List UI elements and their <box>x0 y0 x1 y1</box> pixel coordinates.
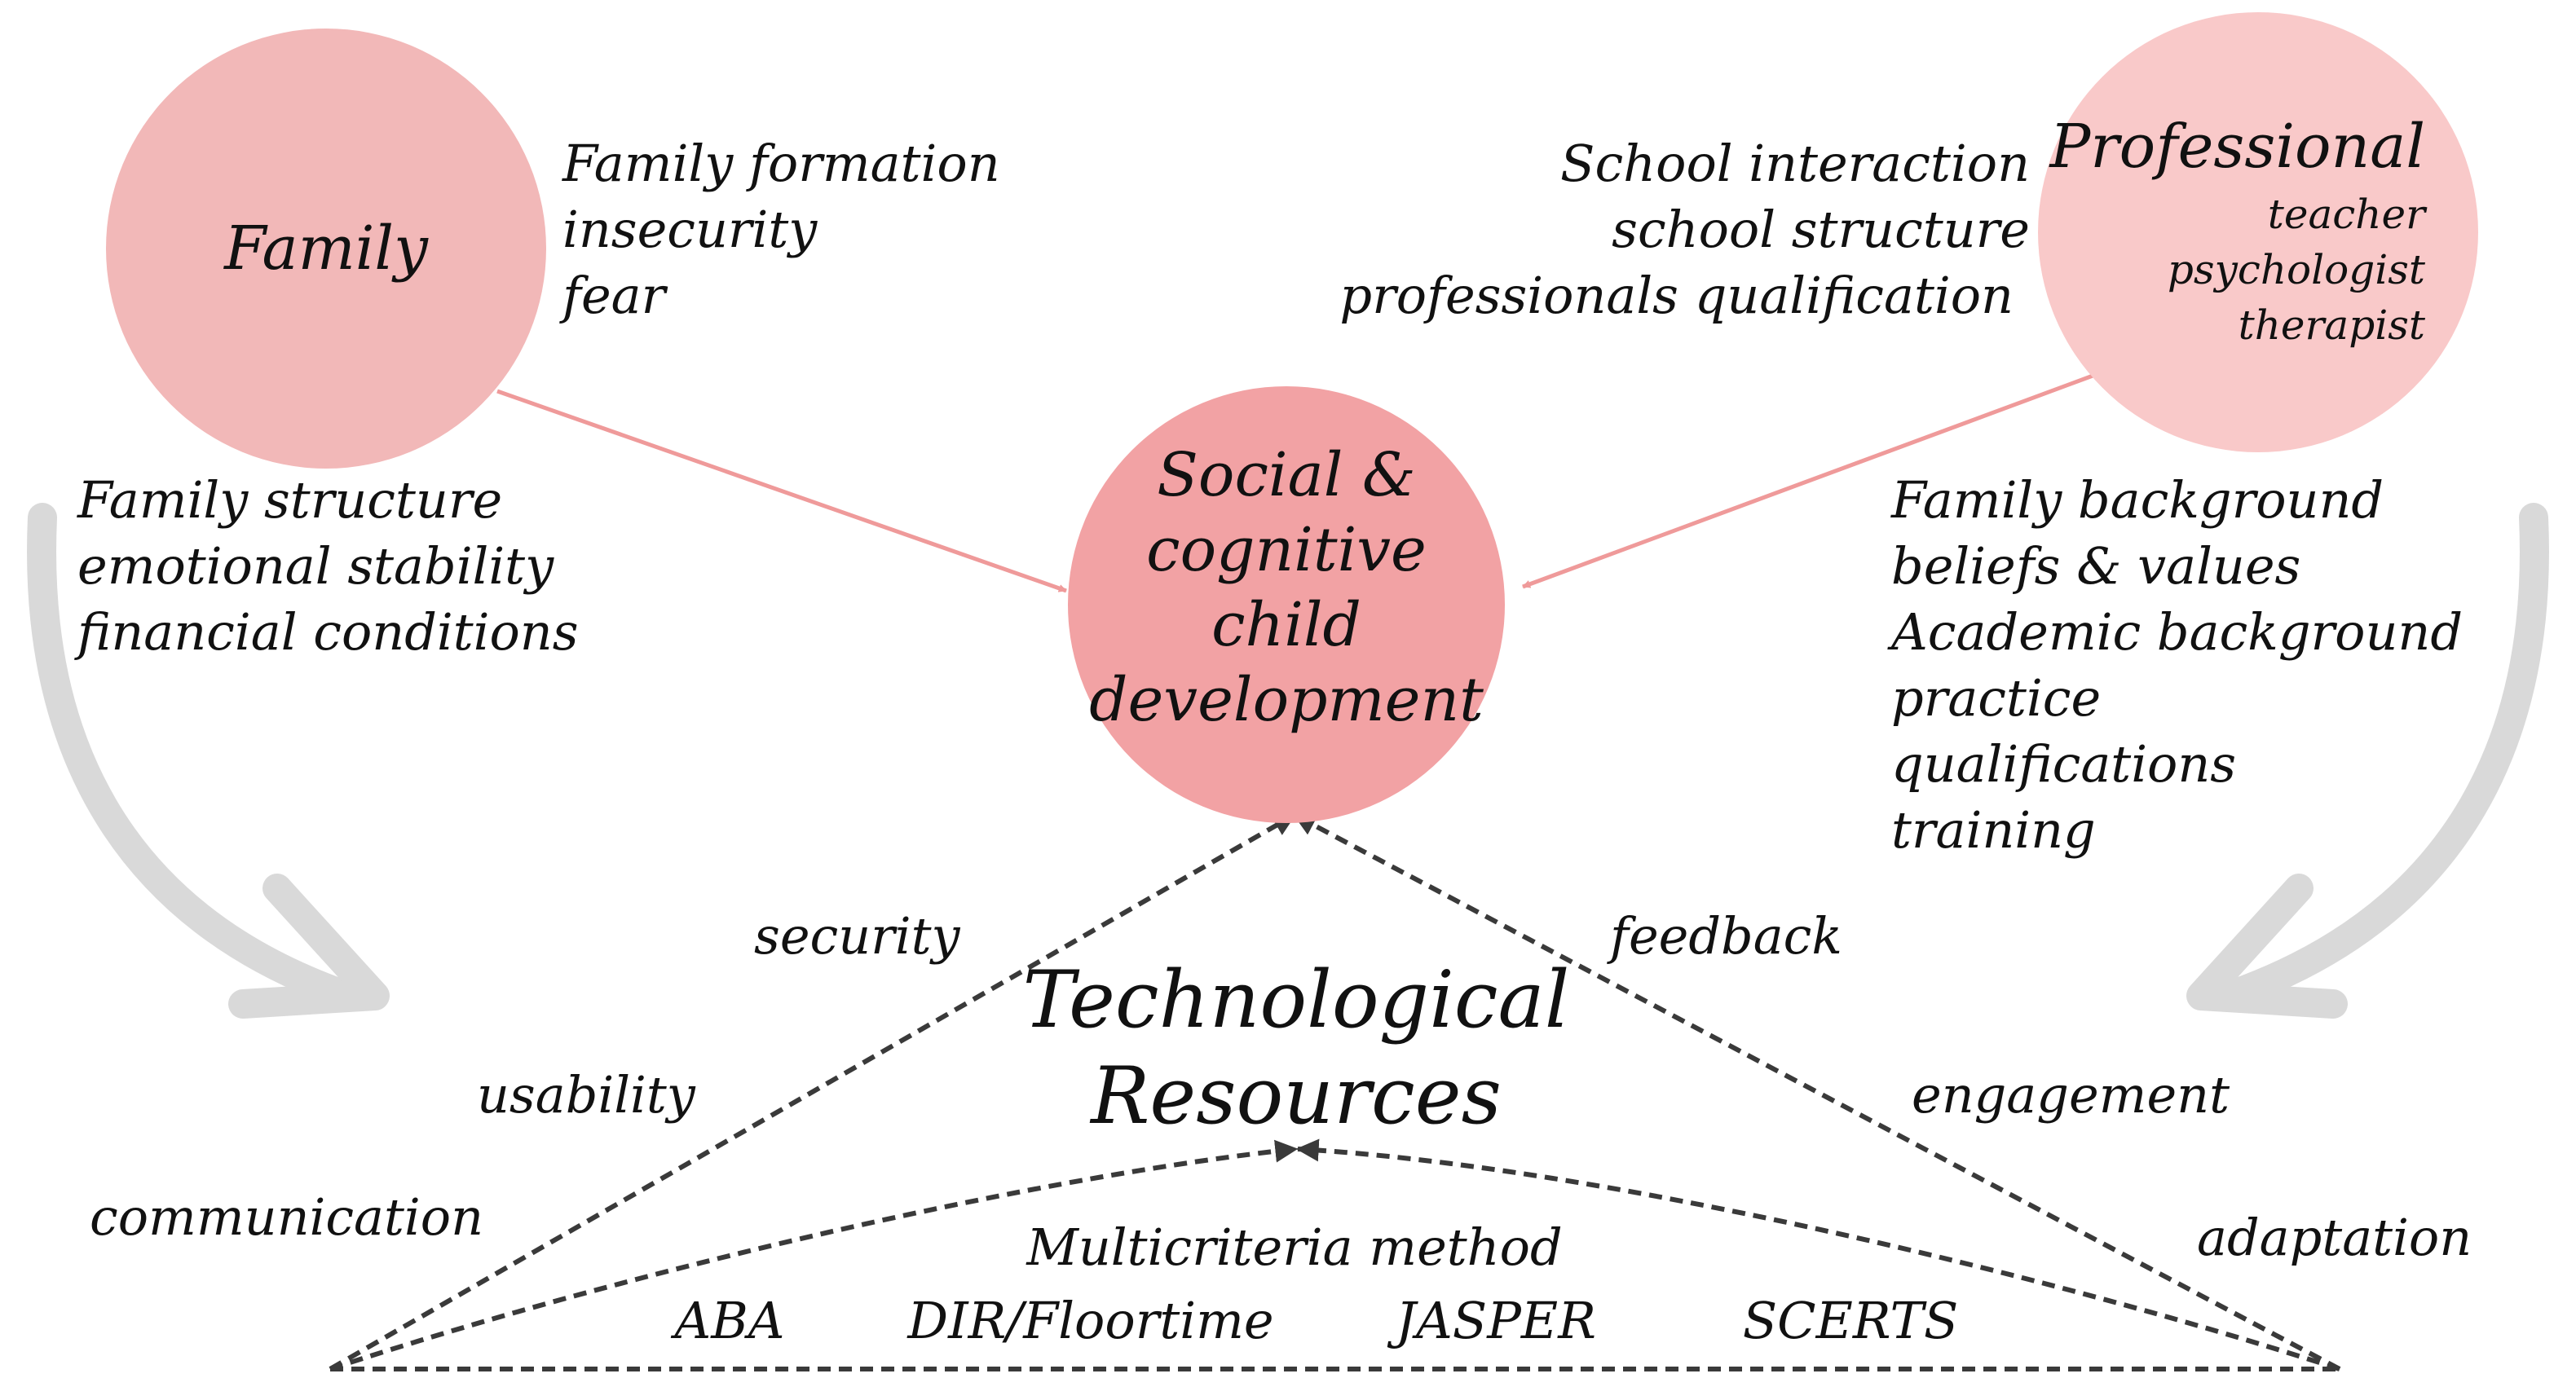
edge-label-usability: usability <box>477 1065 696 1125</box>
dashed-inner-right-curve <box>1295 1138 2340 1371</box>
professional-node <box>2038 12 2478 452</box>
professional-factor-item: Family background <box>1890 470 2384 530</box>
family-concern-item: fear <box>559 266 668 325</box>
family-node <box>106 29 546 469</box>
professional-role-item: psychologist <box>2168 246 2426 293</box>
method-item-aba: ABA <box>670 1291 784 1350</box>
professional-node-label: Professional <box>2048 112 2425 182</box>
edge-label-adaptation: adaptation <box>2197 1208 2472 1267</box>
method-item-scerts: SCERTS <box>1743 1291 1959 1350</box>
resources-title-line: Resources <box>1089 1050 1502 1142</box>
school-factor-item: school structure <box>1612 200 2030 259</box>
resources-title-line: Technological <box>1023 954 1570 1046</box>
arrow-family-to-center <box>496 389 1067 593</box>
method-item-dir-floortime: DIR/Floortime <box>906 1291 1273 1350</box>
method-item-jasper: JASPER <box>1387 1291 1596 1350</box>
dashed-right-edge <box>1292 812 2341 1371</box>
family-factor-item: financial conditions <box>74 602 579 662</box>
professional-factor-item: Academic background <box>1887 602 2463 662</box>
family-factor-item: emotional stability <box>77 536 554 596</box>
multicriteria-method-label: Multicriteria method <box>1026 1217 1562 1277</box>
edge-label-feedback: feedback <box>1607 906 1842 966</box>
dashed-left-edge <box>329 812 1297 1371</box>
family-concern-item: Family formation <box>562 134 1000 193</box>
professional-factor-item: training <box>1891 800 2096 860</box>
edge-label-security: security <box>754 906 961 966</box>
center-node-line: Social & <box>1157 440 1416 510</box>
family-node-label: Family <box>223 214 429 284</box>
center-node-line: development <box>1089 665 1484 735</box>
family-factor-item: Family structure <box>77 470 502 530</box>
dashed-inner-left-curve <box>329 1139 1299 1371</box>
professional-factor-item: beliefs & values <box>1891 536 2300 596</box>
family-concern-item: insecurity <box>562 200 818 259</box>
professional-factor-item: practice <box>1891 668 2101 728</box>
curved-arrow-down-right-icon-mirror <box>2186 503 2549 1019</box>
arrow-professional-to-center <box>1522 372 2096 589</box>
center-node-line: cognitive <box>1146 515 1427 585</box>
center-node-line: child <box>1211 590 1361 660</box>
edge-label-engagement: engagement <box>1912 1065 2230 1125</box>
school-factor-item: School interaction <box>1560 134 2030 193</box>
professional-role-item: therapist <box>2239 302 2426 349</box>
professional-role-item: teacher <box>2268 191 2428 238</box>
edge-label-communication: communication <box>90 1187 483 1247</box>
school-factor-item: professionals qualification <box>1339 266 2014 325</box>
curved-arrow-down-right-icon <box>27 503 390 1019</box>
professional-factor-item: qualifications <box>1891 734 2236 794</box>
center-node <box>1068 386 1505 823</box>
